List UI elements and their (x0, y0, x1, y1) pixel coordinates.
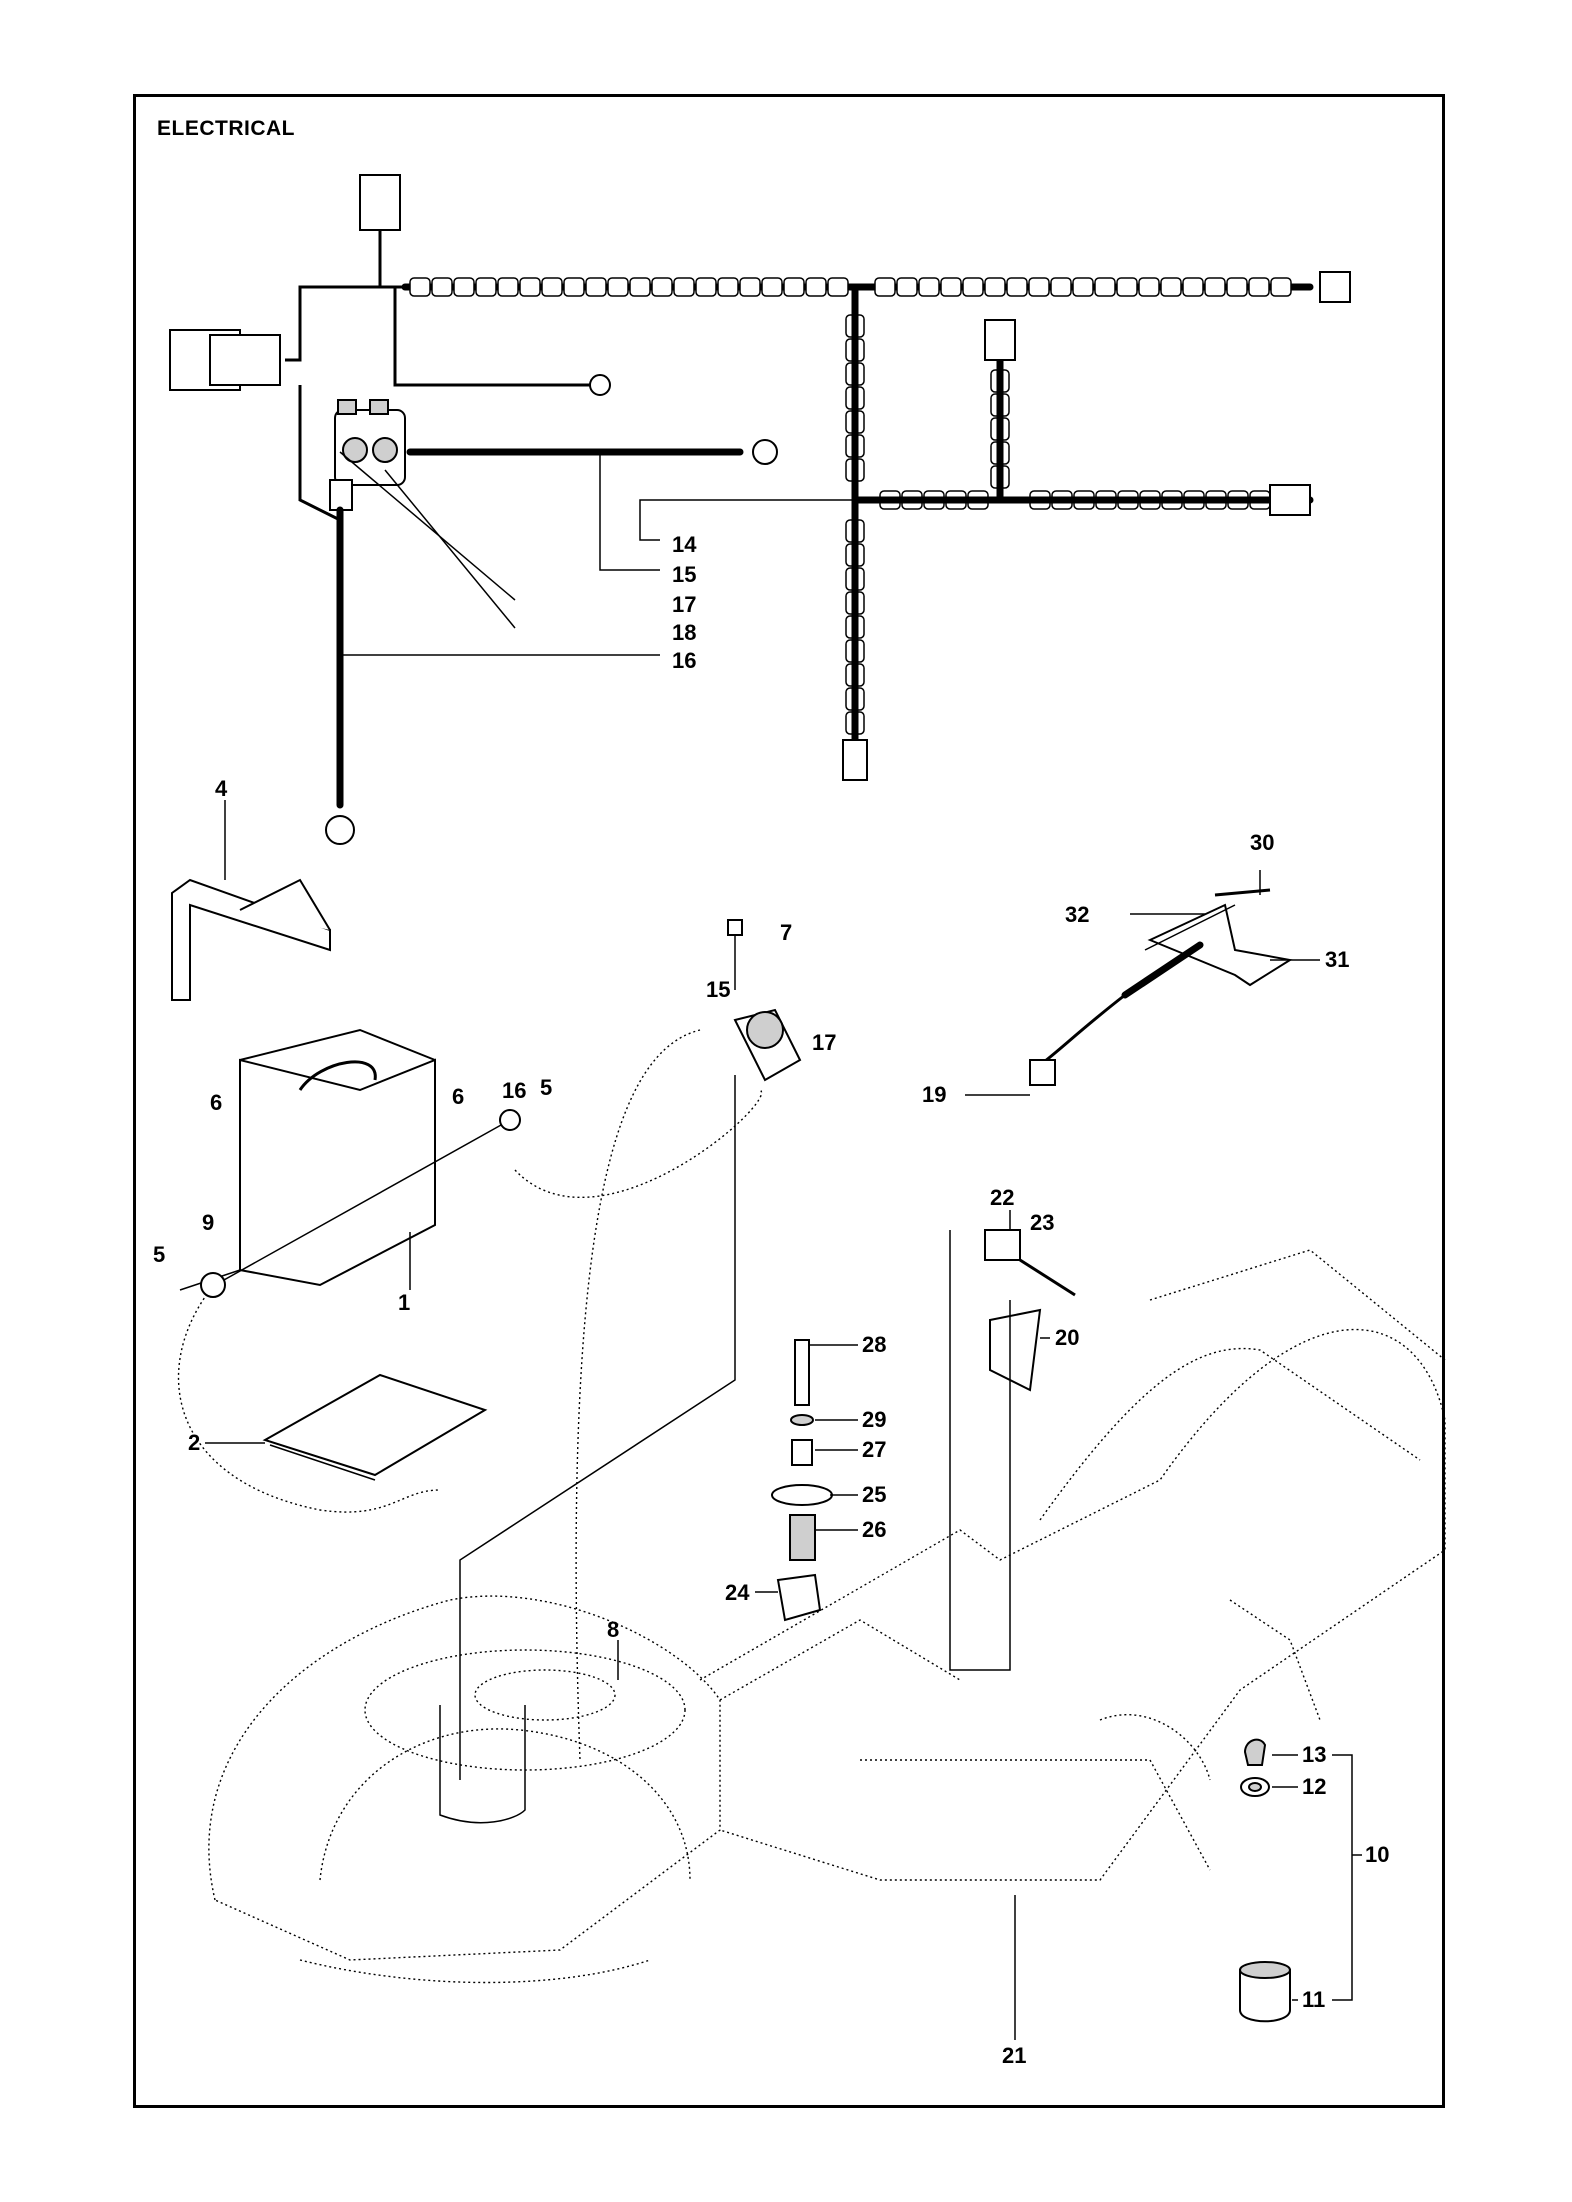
sleeve-segment (984, 277, 1006, 297)
sleeve-segment (629, 277, 651, 297)
callout-6-right: 6 (452, 1084, 464, 1109)
callout-6-left: 6 (210, 1090, 222, 1115)
callout-23: 23 (1030, 1210, 1054, 1235)
callout-30: 30 (1250, 830, 1274, 855)
callout-10: 10 (1365, 1842, 1389, 1867)
sleeve-segment (827, 277, 849, 297)
hourmeter-assembly (1239, 1738, 1362, 2023)
sleeve-segment (1116, 277, 1138, 297)
sleeve-segment (805, 277, 827, 297)
sleeve-segment (962, 277, 984, 297)
sleeve-segment (1248, 277, 1270, 297)
sleeve-segment (1050, 277, 1072, 297)
callout-1: 1 (398, 1290, 410, 1315)
callout-20: 20 (1055, 1325, 1079, 1350)
plunger-switch-stack (755, 1339, 858, 1622)
sleeve-segment (651, 277, 673, 297)
callout-7: 7 (780, 920, 792, 945)
diagram-frame (133, 94, 1445, 2108)
callouts: 14 15 17 18 16 4 7 15 17 5 16 6 6 9 5 1 … (153, 532, 1389, 2068)
sleeve-segment (607, 277, 629, 297)
sleeve-segment (1094, 277, 1116, 297)
callout-12: 12 (1302, 1774, 1326, 1799)
sleeve-segment (1160, 277, 1182, 297)
sleeve-segment (563, 277, 585, 297)
callout-13: 13 (1302, 1742, 1326, 1767)
callout-32: 32 (1065, 902, 1089, 927)
callout-15: 15 (672, 562, 696, 587)
callout-16: 16 (672, 648, 696, 673)
callout-8: 8 (607, 1617, 619, 1642)
leader-18 (384, 469, 516, 629)
sleeve-segment (761, 277, 783, 297)
sleeve-segment (1182, 277, 1204, 297)
callout-17-lower: 17 (812, 1030, 836, 1055)
leader-17a (339, 451, 516, 601)
leader-14 (639, 499, 855, 541)
callout-5-left: 5 (153, 1242, 165, 1267)
wiring-harness (169, 174, 1351, 845)
seat-switch-assembly (949, 1210, 1076, 1671)
sleeve-segment (673, 277, 695, 297)
callout-26: 26 (862, 1517, 886, 1542)
callout-18: 18 (672, 620, 696, 645)
sleeve-segment (453, 277, 475, 297)
solenoid-part-17 (733, 1008, 802, 1082)
tractor-frame-outline (208, 1249, 1446, 1984)
callout-27: 27 (862, 1437, 886, 1462)
leader-15a (599, 455, 660, 571)
sleeve-segment (409, 277, 431, 297)
sleeve-segment (541, 277, 563, 297)
battery-tray-part-2 (205, 1373, 488, 1481)
callout-5-right: 5 (540, 1075, 552, 1100)
solenoid (329, 399, 406, 511)
callout-19: 19 (922, 1082, 946, 1107)
sleeve-segment (1028, 277, 1050, 297)
callout-17: 17 (672, 592, 696, 617)
callout-14: 14 (672, 532, 697, 557)
callout-15-lower: 15 (706, 977, 730, 1002)
callout-29: 29 (862, 1407, 886, 1432)
sleeve-segment (783, 277, 805, 297)
ignition-switch-assembly (965, 870, 1320, 1096)
sleeve-segment (717, 277, 739, 297)
callout-9: 9 (202, 1210, 214, 1235)
callout-2: 2 (188, 1430, 200, 1455)
sleeve-segment (519, 277, 541, 297)
sleeve-segment (1138, 277, 1160, 297)
callout-11: 11 (1302, 1987, 1325, 2012)
sleeve-segment (497, 277, 519, 297)
sleeve-segment (896, 277, 918, 297)
callout-4: 4 (215, 776, 228, 801)
sleeve-segment (585, 277, 607, 297)
sleeve-segment (1006, 277, 1028, 297)
sleeve-segment (475, 277, 497, 297)
sleeve-segment (1204, 277, 1226, 297)
callout-16-lower: 16 (502, 1078, 526, 1103)
sleeve-segment (1226, 277, 1248, 297)
callout-28: 28 (862, 1332, 886, 1357)
sleeve-segment (918, 277, 940, 297)
sleeve-segment (695, 277, 717, 297)
sleeve-segment (874, 277, 896, 297)
callout-24: 24 (725, 1580, 750, 1605)
callout-31: 31 (1325, 947, 1349, 972)
diagram-title: ELECTRICAL (157, 117, 295, 140)
sleeve-segment (739, 277, 761, 297)
callout-22: 22 (990, 1185, 1014, 1210)
sleeve-segment (940, 277, 962, 297)
callout-25: 25 (862, 1482, 886, 1507)
bracket-part-4 (171, 800, 331, 1001)
sleeve-segment (431, 277, 453, 297)
callout-21: 21 (1002, 2043, 1026, 2068)
sleeve-segment (1072, 277, 1094, 297)
battery-part-1 (239, 1028, 436, 1287)
sleeve-segment (1270, 277, 1292, 297)
